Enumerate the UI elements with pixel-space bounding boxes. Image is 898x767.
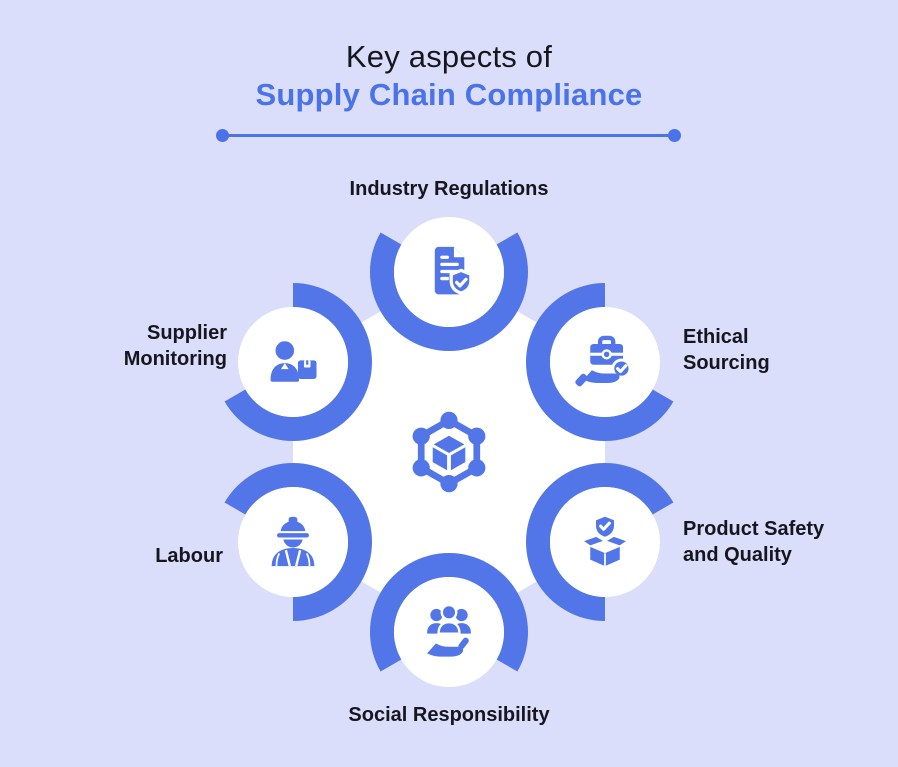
label-industry-regulations: Industry Regulations: [349, 178, 549, 200]
hand-briefcase-check-icon: [570, 327, 640, 397]
node-arc-top: [369, 232, 528, 351]
document-shield-check-icon: [414, 237, 484, 307]
node-arc-lower-left: [224, 463, 372, 621]
page-title-line2: Supply Chain Compliance: [255, 77, 643, 112]
open-box-shield-icon: [570, 507, 640, 577]
label-ethical-sourcing: Ethical Sourcing: [683, 326, 770, 374]
node-arc-upper-right: [526, 283, 674, 441]
construction-worker-icon: [258, 507, 328, 577]
person-with-package-icon: [258, 327, 328, 397]
page-title-line1: Key aspects of: [345, 39, 553, 74]
title-block: Key aspects of Supply Chain Compliance: [0, 38, 898, 114]
label-social-responsibility: Social Responsibility: [348, 704, 550, 726]
label-supplier-monitoring: Supplier Monitoring: [123, 322, 227, 370]
label-labour: Labour: [155, 545, 223, 567]
title-underline: [216, 129, 681, 142]
node-arc-upper-left: [224, 283, 372, 441]
people-over-hand-icon: [414, 597, 484, 667]
network-cube-icon: [403, 406, 495, 498]
node-circle-upper-left: [238, 307, 348, 417]
node-arc-bottom: [369, 553, 528, 672]
node-arc-lower-right: [526, 463, 674, 621]
label-product-safety-and-quality: Product Safety and Quality: [683, 518, 825, 566]
